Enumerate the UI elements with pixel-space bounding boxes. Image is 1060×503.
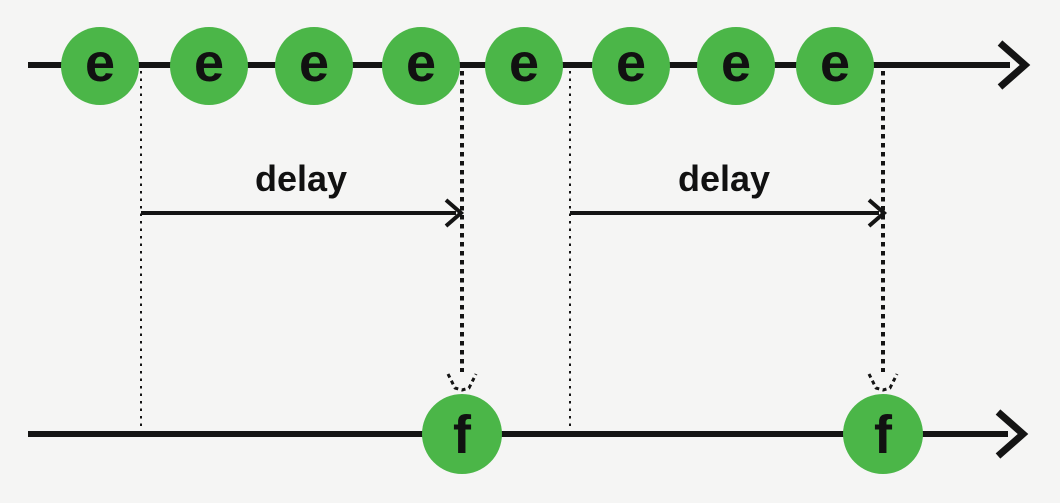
source-event-1: e xyxy=(61,27,139,105)
source-event-2-marker xyxy=(170,27,248,105)
source-event-8: e xyxy=(796,27,874,105)
source-event-6-label: e xyxy=(616,33,646,93)
source-event-5: e xyxy=(485,27,563,105)
source-event-4-label: e xyxy=(406,33,436,93)
source-event-1-label: e xyxy=(85,33,115,93)
delay-label-2: delay xyxy=(678,158,770,199)
source-timeline-arrowhead-icon xyxy=(997,40,1031,90)
delay-arrow-1-arrowhead-icon xyxy=(444,198,465,228)
output-event-2: f xyxy=(843,394,923,474)
source-event-2-label: e xyxy=(194,33,224,93)
output-event-1-label: f xyxy=(453,405,472,465)
output-event-2-marker xyxy=(843,394,923,474)
source-event-6: e xyxy=(592,27,670,105)
source-event-8-marker xyxy=(796,27,874,105)
source-event-3-marker xyxy=(275,27,353,105)
emit-arrow-2 xyxy=(867,71,899,392)
delay-arrow-1: delay xyxy=(141,158,465,228)
source-event-6-marker xyxy=(592,27,670,105)
source-event-7-marker xyxy=(697,27,775,105)
source-event-3-label: e xyxy=(299,33,329,93)
output-timeline-arrowhead-icon xyxy=(995,409,1029,459)
source-event-4-marker xyxy=(382,27,460,105)
output-event-1: f xyxy=(422,394,502,474)
delay-arrow-2-arrowhead-icon xyxy=(867,198,888,228)
source-event-7-label: e xyxy=(721,33,751,93)
source-event-8-label: e xyxy=(820,33,850,93)
source-event-3: e xyxy=(275,27,353,105)
source-event-5-label: e xyxy=(509,33,539,93)
emit-arrow-2-arrowhead-icon xyxy=(867,373,899,392)
output-event-1-marker xyxy=(422,394,502,474)
source-event-2: e xyxy=(170,27,248,105)
output-event-2-label: f xyxy=(874,405,893,465)
delay-arrow-2: delay xyxy=(570,158,888,228)
source-event-4: e xyxy=(382,27,460,105)
emit-arrow-1-arrowhead-icon xyxy=(446,373,478,392)
source-event-7: e xyxy=(697,27,775,105)
source-event-5-marker xyxy=(485,27,563,105)
source-event-1-marker xyxy=(61,27,139,105)
delay-label-1: delay xyxy=(255,158,347,199)
emit-arrow-1 xyxy=(446,71,478,392)
